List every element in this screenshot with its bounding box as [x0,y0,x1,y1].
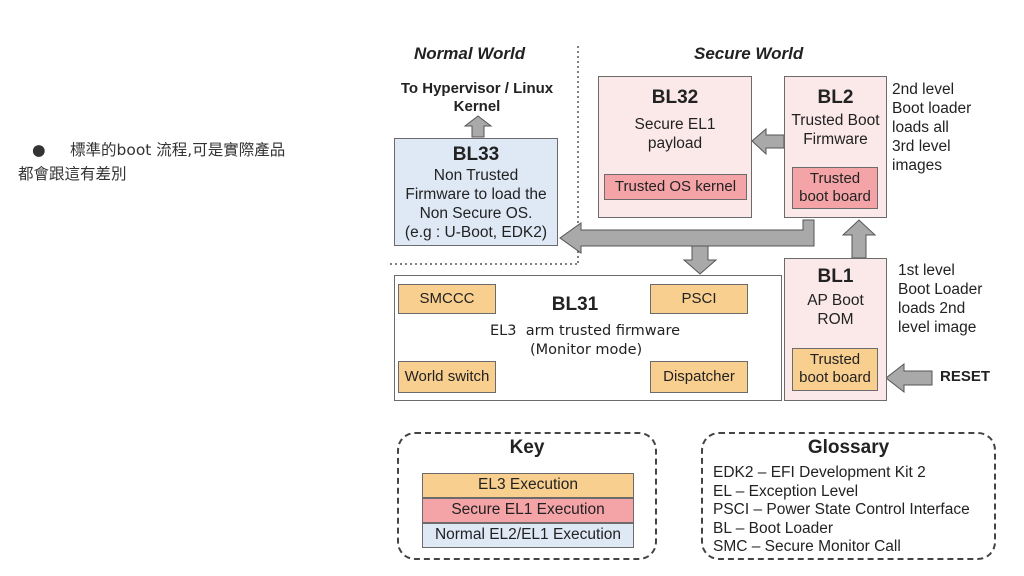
key-normal-execution: Normal EL2/EL1 Execution [422,523,634,548]
bl2-note-line: images [892,157,942,174]
secure-world-title: Secure World [694,44,804,63]
psci-block: PSCI [650,284,748,314]
arrow-bl1-to-bl2 [841,219,877,259]
smccc-block: SMCCC [398,284,496,314]
bl2-inner-line-1: Trusted [809,170,861,187]
dispatcher-block: Dispatcher [650,361,748,393]
bl1-note-line: level image [898,319,977,336]
arrow-reset [885,362,933,394]
bl2-line-1: Trusted Boot [791,112,880,129]
bl2-title: BL2 [817,87,854,108]
bl2-note-line: 3rd level [892,138,951,155]
key-secure-el1-execution: Secure EL1 Execution [422,498,634,523]
glossary-title: Glossary [807,437,890,458]
bl32-title: BL32 [651,87,699,108]
bl1-inner-line-2: boot board [799,369,871,386]
bl1-line-2: ROM [817,311,854,328]
hypervisor-label-line-2: Kernel [453,98,501,115]
bl33-line-2: Firmware to load the [405,186,547,203]
bl1-note-line: 1st level [898,262,955,279]
bullet-line-1: 標準的boot 流程,可是實際產品 [70,141,286,159]
bl1-trusted-boot-board: Trusted boot board [792,348,878,391]
bl31-el3: EL3 [490,323,517,339]
normal-world-title: Normal World [414,44,526,63]
hypervisor-label-line-1: To Hypervisor / Linux [400,80,554,97]
glossary-line: BL – Boot Loader [713,519,834,537]
bl1-line-1: AP Boot [807,292,864,309]
glossary-list: EDK2 – EFI Development Kit 2 EL – Except… [713,464,970,557]
bl33-title: BL33 [452,144,500,165]
glossary-box [701,432,996,560]
bullet-line-2: 都會跟這有差別 [18,165,127,183]
bullet-icon: ● [32,141,46,159]
arrow-bl2-to-bl33 [559,219,815,254]
bl2-inner-line-2: boot board [799,188,871,205]
bl2-note-line: loads all [892,119,949,136]
bl33-box: BL33 Non Trusted Firmware to load the No… [394,138,558,246]
key-el3-execution: EL3 Execution [422,473,634,498]
reset-label: RESET [940,368,991,385]
bl2-note-line: 2nd level [892,81,955,98]
bl2-note: 2nd level Boot loader loads all 3rd leve… [892,80,971,175]
bl33-line-3: Non Secure OS. [419,205,533,222]
bl31-line-1: arm trusted firmware [525,323,681,339]
bl31-title: BL31 [551,294,599,315]
arrow-bl33-up [463,115,493,138]
glossary-line: EDK2 – EFI Development Kit 2 [713,464,926,481]
arrow-bl2-to-bl32 [751,127,785,156]
trusted-os-kernel: Trusted OS kernel [604,174,747,200]
bl33-line-4: (e.g : U-Boot, EDK2) [404,224,548,241]
bl33-line-1: Non Trusted [433,167,519,184]
bl1-note-line: Boot Loader [898,281,983,298]
arrow-to-bl31 [682,245,718,275]
hypervisor-label: To Hypervisor / Linux Kernel [388,80,566,116]
bl1-title: BL1 [817,266,854,287]
bl1-note-line: loads 2nd [898,300,966,317]
glossary-line: EL – Exception Level [713,482,859,500]
bl2-note-line: Boot loader [892,100,972,117]
key-box [397,432,657,560]
slide-bullet: ● 標準的boot 流程,可是實際產品 都會跟這有差別 [18,138,358,186]
bl32-line-1: Secure EL1 [634,116,716,133]
glossary-line: PSCI – Power State Control Interface [713,501,970,518]
bl1-note: 1st level Boot Loader loads 2nd level im… [898,261,982,337]
bl32-line-2: payload [647,135,703,152]
glossary-line: SMC – Secure Monitor Call [713,538,901,555]
key-title: Key [509,437,545,458]
bl31-line-2: (Monitor mode) [530,342,643,358]
bl1-inner-line-1: Trusted [809,351,861,368]
bl2-line-2: Firmware [803,131,868,148]
world-switch-block: World switch [398,361,496,393]
bl2-trusted-boot-board: Trusted boot board [792,167,878,209]
bl31-description: EL3 arm trusted firmware (Monitor mode) [490,322,680,360]
